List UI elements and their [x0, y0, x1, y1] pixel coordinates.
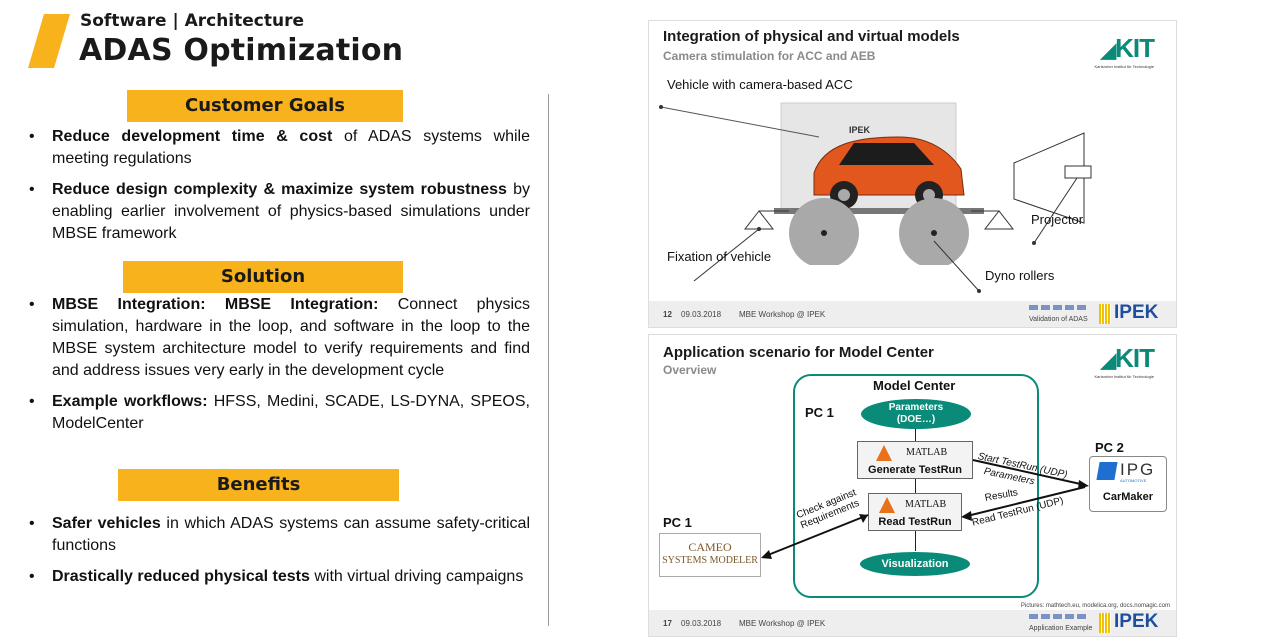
label-fixation: Fixation of vehicle [667, 249, 772, 264]
slide-title: Application scenario for Model Center [663, 344, 934, 361]
list-item: MBSE Integration: MBSE Integration: Conn… [28, 294, 530, 382]
pc1-top-label: PC 1 [805, 405, 834, 420]
flow-arrows [761, 459, 1089, 559]
solution-list: MBSE Integration: MBSE Integration: Conn… [28, 294, 530, 444]
car-tag: IPEK [849, 125, 871, 135]
solution-banner: Solution [123, 261, 403, 293]
list-item: Reduce design complexity & maximize syst… [28, 179, 530, 245]
column-divider [548, 94, 549, 626]
list-item: Example workflows: HFSS, Medini, SCADE, … [28, 391, 530, 435]
cameo-box: CAMEO SYSTEMS MODELER [659, 533, 761, 577]
accent-slash-icon [28, 14, 70, 68]
list-item: Reduce development time & cost of ADAS s… [28, 126, 530, 170]
vehicle-test-illustration: IPEK [659, 102, 1092, 293]
kit-logo: ◢KIT Karlsruher Institut für Technologie [1094, 33, 1155, 69]
carmaker-box: IPG AUTOMOTIVE CarMaker [1089, 456, 1167, 512]
list-item: Drastically reduced physical tests with … [28, 566, 530, 588]
benefits-list: Safer vehicles in which ADAS systems can… [28, 513, 530, 597]
label-dyno: Dyno rollers [985, 268, 1055, 283]
generate-testrun-box: MATLAB Generate TestRun [857, 441, 973, 479]
page-title: ADAS Optimization [79, 33, 404, 68]
pc1-bottom-label: PC 1 [663, 515, 692, 530]
slide-footer: 12 09.03.2018 MBE Workshop @ IPEK Valida… [649, 301, 1176, 327]
read-testrun-box: MATLAB Read TestRun [868, 493, 962, 531]
section-subtitle: Software | Architecture [80, 11, 305, 31]
customer-goals-list: Reduce development time & cost of ADAS s… [28, 126, 530, 254]
visualization-node: Visualization [860, 552, 970, 576]
model-center-label: Model Center [873, 378, 956, 393]
ipg-logo-icon [1096, 462, 1118, 480]
slide-model-center: Application scenario for Model Center Ov… [648, 334, 1177, 637]
label-vehicle: Vehicle with camera-based ACC [667, 77, 853, 92]
slide-vehicle-test: Integration of physical and virtual mode… [648, 20, 1177, 328]
slide-title: Integration of physical and virtual mode… [663, 28, 960, 45]
parameters-node: Parameters(DOE…) [861, 399, 971, 429]
slide-subtitle: Camera stimulation for ACC and AEB [663, 49, 876, 63]
model-center-frame [793, 374, 1039, 598]
customer-goals-banner: Customer Goals [127, 90, 403, 122]
list-item: Safer vehicles in which ADAS systems can… [28, 513, 530, 557]
slide-footer: 17 09.03.2018 MBE Workshop @ IPEK Applic… [649, 610, 1176, 636]
benefits-banner: Benefits [118, 469, 399, 501]
kit-logo: ◢KIT Karlsruher Institut für Technologie [1094, 343, 1155, 379]
pc2-label: PC 2 [1095, 440, 1124, 455]
pictures-credit: Pictures: mathtech.eu, modelica.org, doc… [1020, 603, 1170, 609]
slide-subtitle: Overview [663, 363, 717, 377]
label-projector: Projector [1031, 212, 1084, 227]
